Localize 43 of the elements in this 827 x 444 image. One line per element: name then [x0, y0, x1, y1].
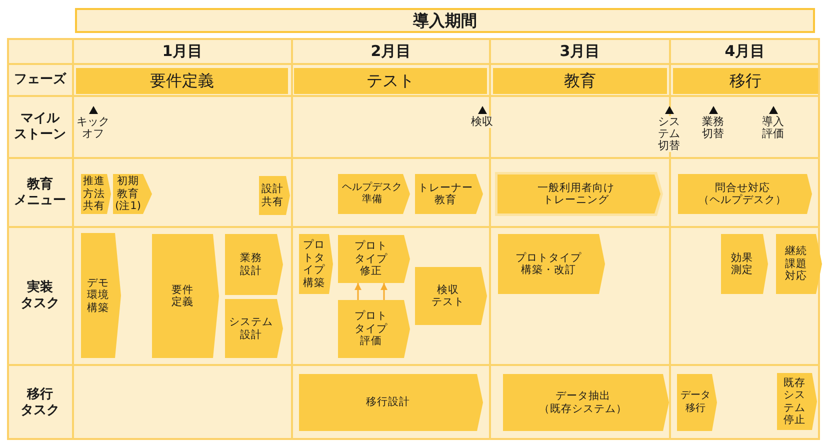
column-header: 2月目: [370, 42, 412, 60]
milestone-label: 導入評価: [762, 116, 784, 140]
chevron-box: 継続課題対応: [776, 234, 822, 294]
row-header: 教育メニュー: [14, 176, 66, 208]
chevron-box: プロトタイプ評価: [338, 300, 410, 358]
column-header: 4月目: [724, 42, 766, 60]
chevron-box: 効果測定: [721, 234, 768, 294]
phase-bar: 教育: [493, 68, 667, 94]
arrow: [354, 283, 362, 300]
chevron-box: 業務設計: [225, 234, 283, 295]
column-header: 3月目: [560, 42, 600, 60]
row-header: フェーズ: [14, 72, 66, 88]
milestone-label: システム切替: [658, 116, 680, 152]
row-header: 移行タスク: [20, 386, 60, 418]
chevron-box: データ抽出（既存システム）: [503, 374, 669, 431]
row-header: 実装タスク: [20, 280, 60, 312]
column-header: 1月目: [162, 42, 203, 60]
chevron-box: デモ環境構築: [81, 233, 121, 358]
chevron-box: トレーナー教育: [415, 174, 483, 214]
chevron-box: データ移行: [677, 374, 717, 431]
chevron-box: 検収テスト: [415, 267, 487, 325]
chevron-box: プロトタイプ修正: [338, 235, 410, 283]
chevron-box: ヘルプデスク準備: [338, 174, 410, 214]
chevron-box: 問合せ対応（ヘルプデスク）: [678, 174, 812, 214]
milestone-label: 検収: [471, 116, 493, 128]
milestone-label: キックオフ: [76, 116, 110, 140]
chevron-box: プロトタイプ構築・改訂: [498, 234, 605, 294]
chevron-box: 既存システム停止: [777, 373, 817, 430]
chevron-box: 一般利用者向けトレーニング: [495, 172, 663, 216]
row-header: マイルストーン: [14, 111, 66, 143]
chevron-box: 初期教育(注1): [113, 174, 152, 214]
period-box: 導入期間: [75, 8, 815, 33]
chevron-box: システム設計: [225, 299, 283, 358]
phase-bar: 移行: [673, 68, 818, 94]
phase-bar: テスト: [294, 68, 487, 94]
chevron-box: 推進方法共有: [81, 174, 111, 214]
milestone-label: 業務切替: [702, 116, 724, 140]
chevron-box: 要件定義: [152, 234, 219, 358]
arrow: [380, 283, 388, 300]
phase-bar: 要件定義: [76, 68, 288, 94]
chevron-box: 設計共有: [259, 176, 290, 215]
chevron-box: プロトタイプ構築: [299, 234, 333, 294]
chevron-box: 移行設計: [299, 374, 483, 431]
